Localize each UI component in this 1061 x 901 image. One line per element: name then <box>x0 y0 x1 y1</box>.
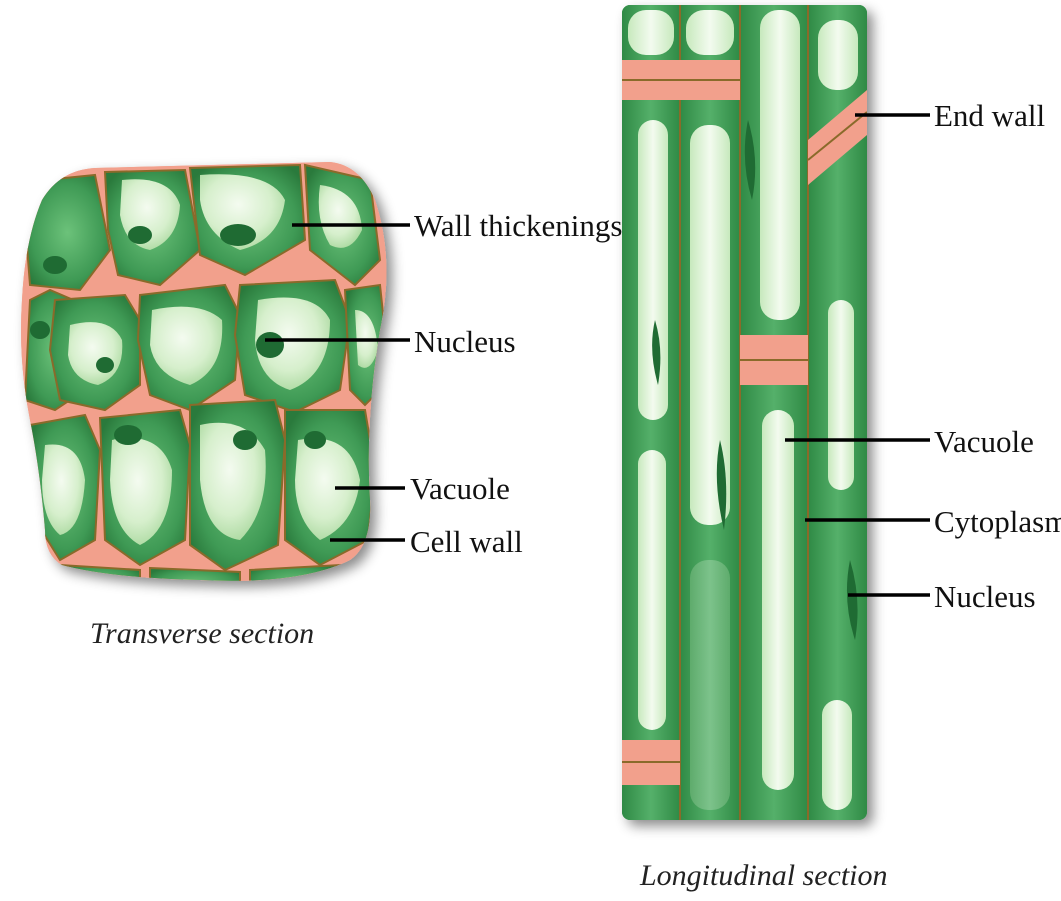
label-transverse-vacuole: Vacuole <box>410 471 510 506</box>
caption-longitudinal-section: Longitudinal section <box>639 859 888 892</box>
label-cell-wall: Cell wall <box>410 524 523 559</box>
transverse-cells <box>0 150 420 600</box>
label-longitudinal-vacuole: Vacuole <box>934 424 1034 459</box>
label-wall-thickenings: Wall thickenings <box>414 208 622 243</box>
label-end-wall: End wall <box>934 98 1045 133</box>
caption-transverse-section: Transverse section <box>90 617 314 650</box>
label-cytoplasm: Cytoplasm <box>934 504 1061 539</box>
label-transverse-nucleus: Nucleus <box>414 324 516 359</box>
longitudinal-cells <box>622 5 867 820</box>
label-longitudinal-nucleus: Nucleus <box>934 579 1036 614</box>
